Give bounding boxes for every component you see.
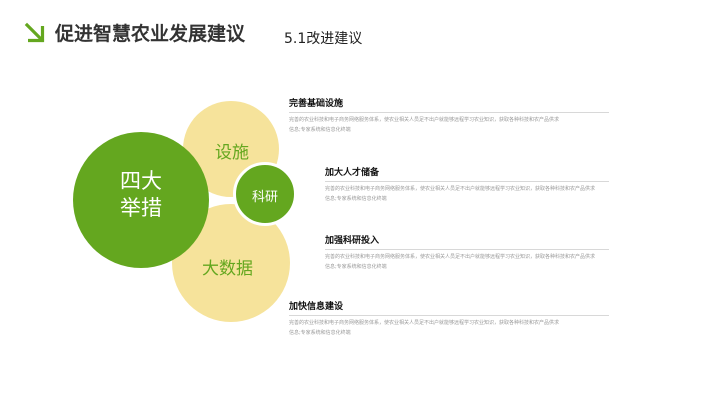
divider bbox=[325, 181, 609, 182]
item-talent: 加大人才储备 完善的农业科技和电子商务网络服务体系，使农业相关人员足不出户就能够… bbox=[325, 167, 609, 204]
item-description: 完善的农业科技和电子商务网络服务体系，使农业相关人员足不出户就能够远程学习农业知… bbox=[289, 117, 560, 133]
item-research: 加强科研投入 完善的农业科技和电子商务网络服务体系，使农业相关人员足不出户就能够… bbox=[325, 235, 609, 272]
divider bbox=[325, 249, 609, 250]
item-description: 完善的农业科技和电子商务网络服务体系，使农业相关人员足不出户就能够远程学习农业知… bbox=[325, 254, 596, 270]
divider bbox=[289, 112, 609, 113]
item-title: 加强科研投入 bbox=[325, 236, 380, 246]
main-label-line1: 四大 bbox=[120, 169, 162, 193]
research-label: 科研 bbox=[251, 190, 278, 205]
diagonal-arrow-icon bbox=[24, 22, 45, 43]
big-data-label: 大数据 bbox=[202, 259, 253, 279]
item-title: 加快信息建设 bbox=[289, 302, 344, 312]
item-information: 加快信息建设 完善的农业科技和电子商务网络服务体系，使农业相关人员足不出户就能够… bbox=[289, 301, 609, 338]
main-label-line2: 举措 bbox=[120, 196, 162, 220]
main-measures-label: 四大 举措 bbox=[73, 168, 209, 222]
page-title: 促进智慧农业发展建议 bbox=[55, 23, 246, 45]
divider bbox=[289, 315, 609, 316]
item-description: 完善的农业科技和电子商务网络服务体系，使农业相关人员足不出户就能够远程学习农业知… bbox=[325, 186, 596, 202]
item-description: 完善的农业科技和电子商务网络服务体系，使农业相关人员足不出户就能够远程学习农业知… bbox=[289, 320, 560, 336]
item-title: 完善基础设施 bbox=[289, 99, 344, 109]
item-title: 加大人才储备 bbox=[325, 168, 380, 178]
facilities-label: 设施 bbox=[215, 143, 249, 163]
research-circle bbox=[233, 162, 297, 226]
item-facilities: 完善基础设施 完善的农业科技和电子商务网络服务体系，使农业相关人员足不出户就能够… bbox=[289, 98, 609, 135]
section-subtitle: 5.1改进建议 bbox=[284, 31, 363, 47]
main-measures-circle bbox=[73, 132, 209, 268]
